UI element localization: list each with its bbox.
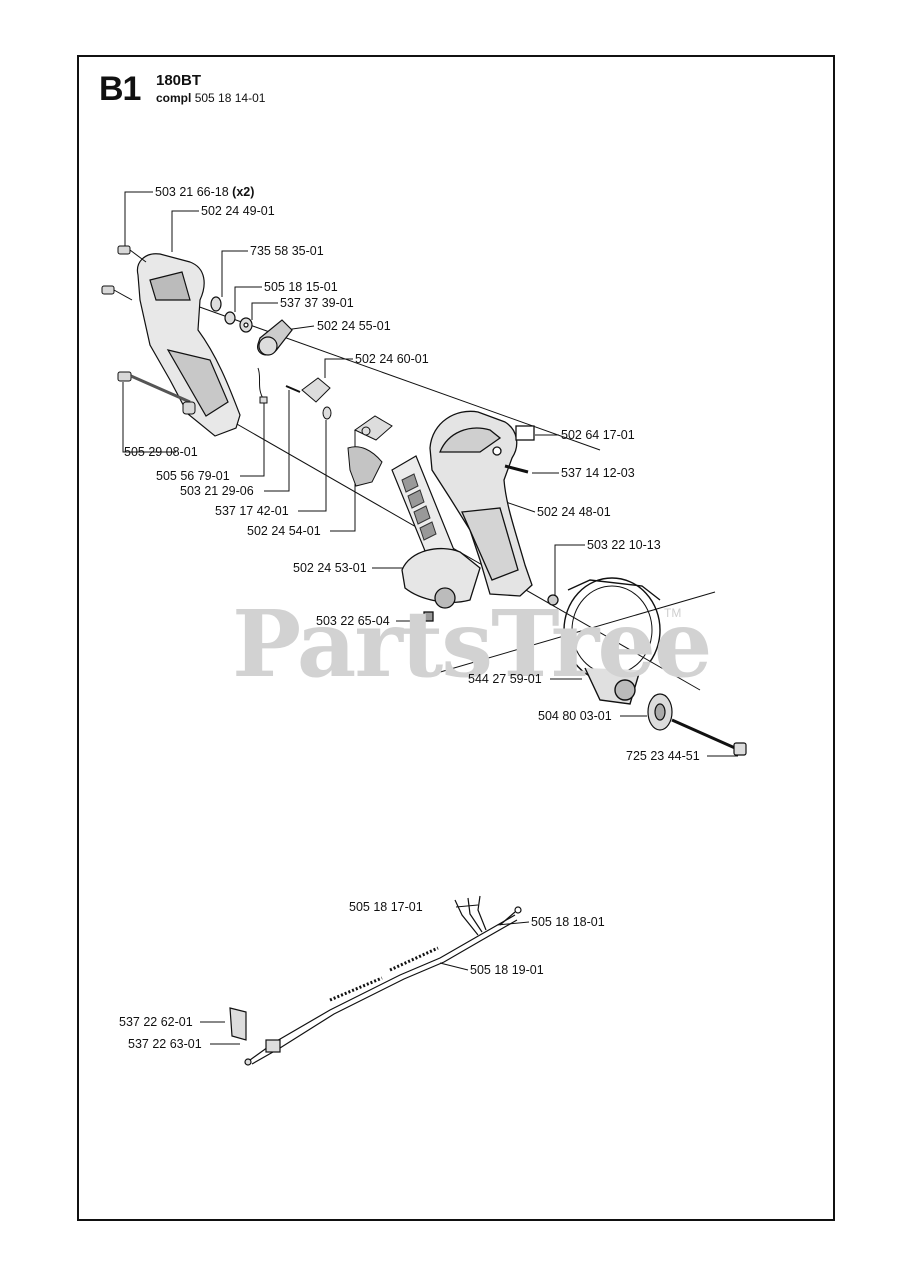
rear-handle-part: [136, 253, 241, 437]
part-label-505181801: 505 18 18-01: [531, 915, 605, 929]
part-label-505181901: 505 18 19-01: [470, 963, 544, 977]
leader-505181901: [439, 962, 469, 971]
part-label-537141203: 537 14 12-03: [561, 466, 635, 480]
part-label-505567901: 505 56 79-01: [156, 469, 230, 483]
part-label-735583501: 735 58 35-01: [250, 244, 324, 258]
part-label-502245401: 502 24 54-01: [247, 524, 321, 538]
part-label-503221013: 503 22 10-13: [587, 538, 661, 552]
part-label-505290801: 505 29 08-01: [124, 445, 198, 459]
page-frame: [77, 55, 835, 1221]
part-label-725234451: 725 23 44-51: [626, 749, 700, 763]
part-label-505181701: 505 18 17-01: [349, 900, 423, 914]
gear-housing-part: [401, 548, 481, 622]
leader-502246001: [324, 358, 353, 378]
watermark-tm: TM: [664, 606, 682, 620]
leader-505290801: [122, 382, 176, 453]
part-label-502245301: 502 24 53-01: [293, 561, 367, 575]
main-handle-part: [429, 410, 559, 606]
clamp-ring-part: [563, 577, 661, 705]
watermark-text: PartsTree: [232, 590, 712, 698]
part-label-544275901: 544 27 59-01: [468, 672, 542, 686]
wiring-harness-part: [229, 895, 522, 1066]
part-quantity: (x2): [232, 185, 255, 199]
part-number: 503 21 66-18: [155, 185, 229, 199]
part-label-503226504: 503 22 65-04: [316, 614, 390, 628]
leader-503216618: [124, 191, 153, 247]
part-label-502641701: 502 64 17-01: [561, 428, 635, 442]
compl-number: 505 18 14-01: [194, 91, 266, 105]
leader-537174201: [298, 420, 327, 512]
part-label-505181501: 505 18 15-01: [264, 280, 338, 294]
leader-735583501: [221, 250, 248, 297]
model-name: 180BT: [156, 72, 202, 89]
leader-502244901: [171, 210, 199, 252]
part-label-537174201: 537 17 42-01: [215, 504, 289, 518]
part-label-502244801: 502 24 48-01: [537, 505, 611, 519]
section-code: B1: [99, 70, 141, 108]
part-label-502245501: 502 24 55-01: [317, 319, 391, 333]
leader-503212906: [264, 390, 290, 492]
leader-505567901: [240, 402, 265, 477]
leader-537373901: [251, 302, 278, 320]
part-label-502244901: 502 24 49-01: [201, 204, 275, 218]
leader-505181501: [234, 286, 262, 312]
leader-502245401: [330, 430, 356, 532]
trigger-small-parts: [257, 367, 393, 487]
part-label-503212906: 503 21 29-06: [180, 484, 254, 498]
assembly-number: compl 505 18 14-01: [156, 91, 265, 105]
part-label-503216618: 503 21 66-18 (x2): [155, 185, 254, 199]
leader-505181801: [496, 921, 530, 926]
washer-knob-parts: [210, 296, 293, 356]
compl-prefix: compl: [156, 91, 192, 105]
part-label-537373901: 537 37 39-01: [280, 296, 354, 310]
screw-parts: [101, 245, 196, 415]
part-label-502246001: 502 24 60-01: [355, 352, 429, 366]
part-label-537226201: 537 22 62-01: [119, 1015, 193, 1029]
part-label-504800301: 504 80 03-01: [538, 709, 612, 723]
gear-bolt-parts: [647, 693, 747, 756]
leader-503221013: [554, 544, 585, 596]
leader-505181701: [455, 904, 479, 908]
part-label-537226301: 537 22 63-01: [128, 1037, 202, 1051]
